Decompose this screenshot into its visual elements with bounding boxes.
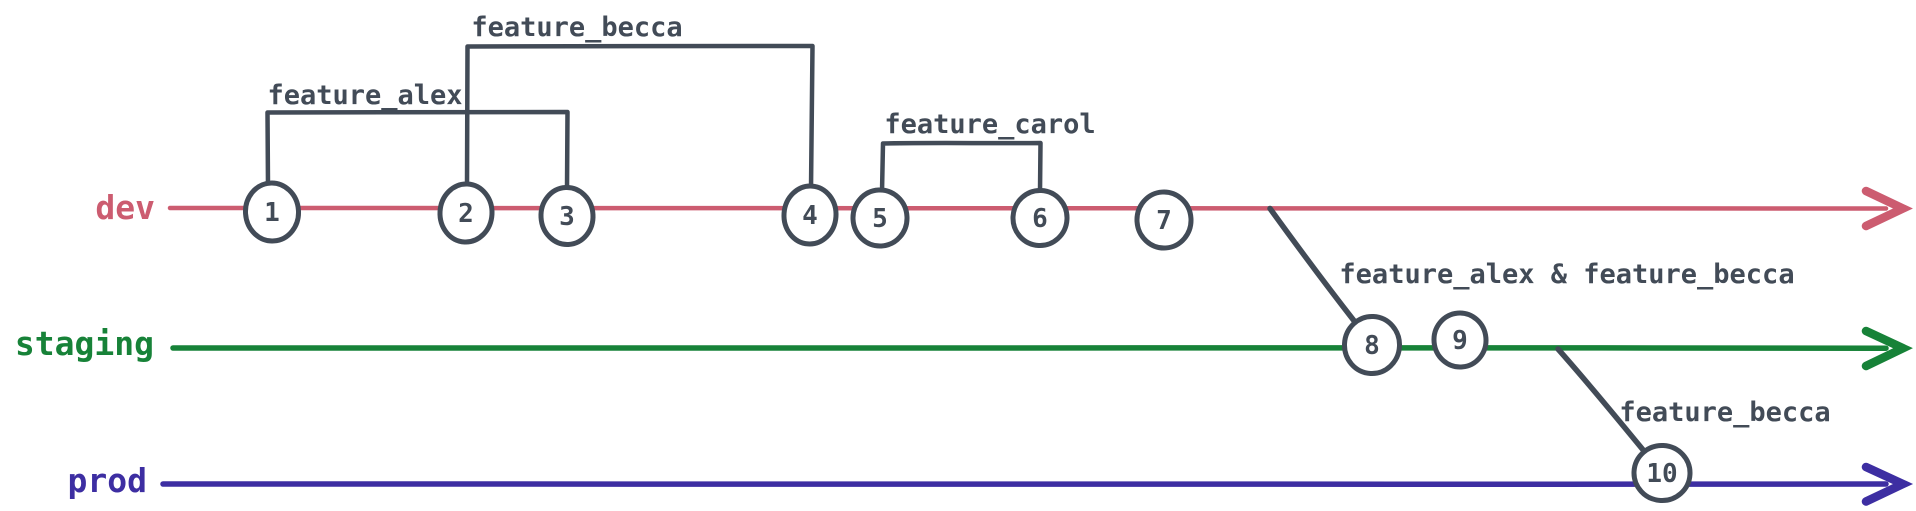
feature-becca-bracket — [464, 43, 815, 192]
commit-number: 8 — [1364, 331, 1380, 361]
commit-node-7: 7 — [1134, 189, 1194, 251]
prod-arrowhead-icon — [1861, 462, 1914, 506]
commit-number: 5 — [872, 204, 888, 234]
commit-number: 6 — [1032, 204, 1048, 234]
staging-arrowhead-icon — [1861, 326, 1913, 371]
commit-number: 1 — [264, 198, 280, 228]
commit-node-9: 9 — [1431, 310, 1489, 370]
commit-node-10: 10 — [1631, 442, 1693, 504]
merge-label-becca: feature_becca — [1619, 397, 1830, 428]
commit-node-2: 2 — [437, 181, 495, 245]
commit-node-1: 1 — [242, 180, 302, 244]
dev-arrowhead-icon — [1861, 186, 1913, 231]
commit-number: 4 — [802, 201, 818, 231]
commit-node-5: 5 — [850, 187, 910, 249]
feature-carol-bracket — [879, 140, 1043, 195]
commit-node-6: 6 — [1010, 188, 1070, 248]
feature-alex-label: feature_alex — [267, 80, 462, 111]
dev-branch-label: dev — [95, 188, 155, 227]
staging-branch-label: staging — [15, 324, 154, 363]
commit-number: 3 — [559, 202, 575, 232]
commit-number: 10 — [1646, 459, 1677, 489]
commit-number: 9 — [1452, 326, 1468, 356]
commit-number: 2 — [458, 199, 474, 229]
feature-becca-label: feature_becca — [471, 12, 682, 43]
feature-alex-bracket — [265, 109, 570, 193]
commit-number: 7 — [1156, 206, 1172, 236]
prod-branch-label: prod — [68, 461, 147, 500]
merge-line-staging-to-prod — [1555, 346, 1647, 454]
feature-carol-label: feature_carol — [884, 109, 1095, 140]
commit-node-3: 3 — [538, 185, 596, 247]
merge-label-alex-and-becca: feature_alex & feature_becca — [1339, 259, 1794, 290]
merge-line-dev-to-staging — [1267, 205, 1358, 325]
commit-node-4: 4 — [781, 183, 839, 247]
prod-branch-line — [160, 462, 1914, 506]
dev-branch-line — [167, 186, 1913, 231]
commit-node-8: 8 — [1341, 314, 1403, 376]
staging-branch-line — [170, 326, 1913, 371]
